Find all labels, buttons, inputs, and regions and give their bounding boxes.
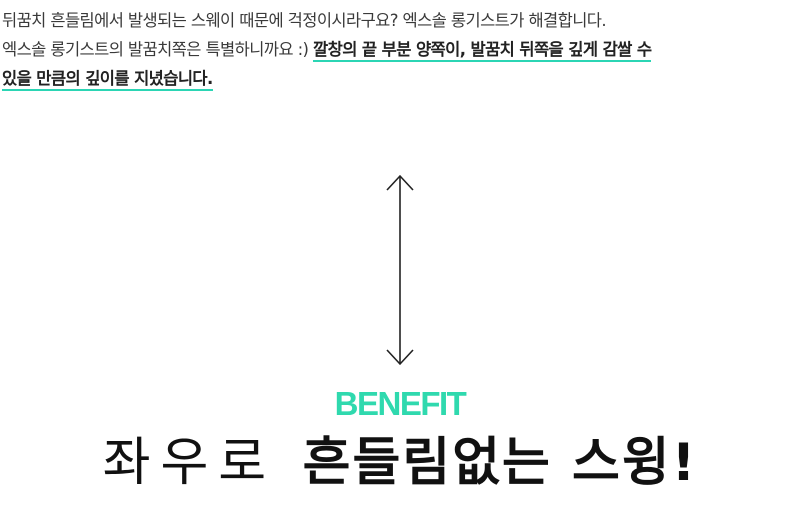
intro-line-3: 있을 만큼의 깊이를 지녔습니다.: [2, 64, 798, 93]
benefit-label: BENEFIT: [334, 385, 467, 422]
intro-line-1: 뒤꿈치 흔들림에서 발생되는 스웨이 때문에 걱정이시라구요? 엑스솔 롱기스트…: [2, 11, 607, 30]
headline-bold: 흔들림없는 스윙!: [302, 433, 698, 493]
intro-line-2-highlight: 깔창의 끝 부분 양쪽이, 발꿈치 뒤쪽을 깊게 감쌀 수: [313, 40, 652, 62]
intro-line-3-highlight: 있을 만큼의 깊이를 지녔습니다.: [2, 69, 213, 91]
intro-paragraph: 뒤꿈치 흔들림에서 발생되는 스웨이 때문에 걱정이시라구요? 엑스솔 롱기스트…: [2, 6, 798, 93]
headline: 좌우로 흔들림없는 스윙!: [0, 428, 800, 498]
vertical-double-arrow-icon: [384, 174, 416, 366]
headline-light: 좌우로: [102, 433, 303, 493]
intro-line-2-text: 엑스솔 롱기스트의 발꿈치쪽은 특별하니까요 :): [2, 40, 314, 59]
intro-line-2: 엑스솔 롱기스트의 발꿈치쪽은 특별하니까요 :) 깔창의 끝 부분 양쪽이, …: [2, 35, 798, 64]
vertical-double-arrow-svg: [386, 174, 414, 366]
